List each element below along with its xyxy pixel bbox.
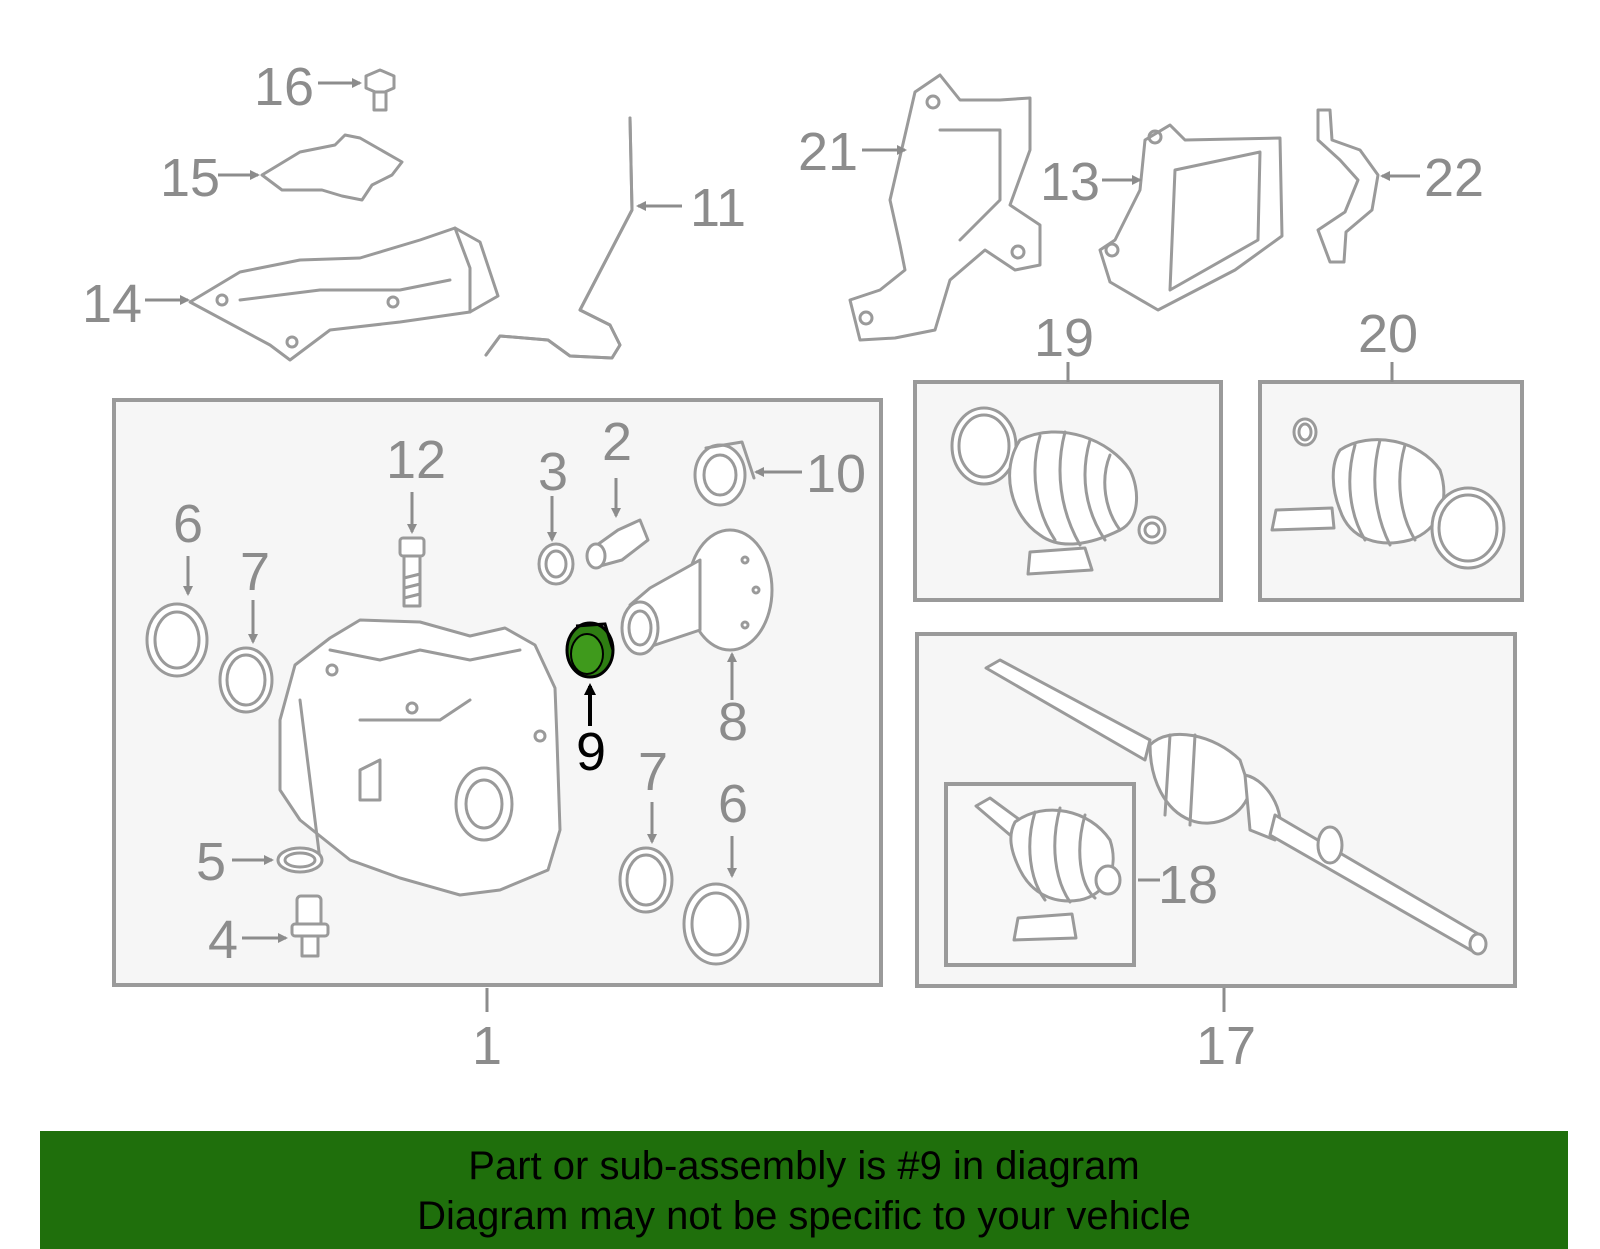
dust-cap-icon xyxy=(693,440,756,507)
label-11: 11 xyxy=(690,178,746,238)
bracket-icon xyxy=(260,133,404,202)
seal-icon xyxy=(145,602,209,678)
label-9: 9 xyxy=(576,722,606,782)
banner-line-1: Part or sub-assembly is #9 in diagram xyxy=(468,1144,1140,1188)
label-2: 2 xyxy=(602,412,632,472)
label-14: 14 xyxy=(82,274,142,334)
boot-kit-inner-icon xyxy=(1270,417,1506,570)
label-19: 19 xyxy=(1034,308,1094,368)
inner-joint-kit-icon xyxy=(974,796,1122,942)
label-7-right: 7 xyxy=(638,742,668,802)
drain-plug-icon xyxy=(290,894,330,958)
highlighted-seal-icon xyxy=(565,621,615,679)
label-10: 10 xyxy=(806,444,866,504)
info-banner: Part or sub-assembly is #9 in diagram Di… xyxy=(40,1131,1568,1249)
label-20: 20 xyxy=(1358,304,1418,364)
vent-plug-icon xyxy=(585,518,650,570)
label-5: 5 xyxy=(196,832,226,892)
companion-flange-icon xyxy=(620,528,774,656)
label-13: 13 xyxy=(1040,152,1100,212)
differential-housing-icon xyxy=(278,618,562,897)
label-4: 4 xyxy=(208,910,238,970)
label-15: 15 xyxy=(160,148,220,208)
label-6-left: 6 xyxy=(173,494,203,554)
label-8: 8 xyxy=(718,692,748,752)
label-22: 22 xyxy=(1424,148,1484,208)
breather-pipe-icon xyxy=(484,116,634,360)
seal-right-icon xyxy=(682,882,750,966)
boot-kit-outer-icon xyxy=(950,406,1167,576)
label-12: 12 xyxy=(386,430,446,490)
label-17: 17 xyxy=(1196,1016,1256,1076)
drive-shaft-icon xyxy=(984,658,1488,956)
mounting-bracket-icon xyxy=(848,73,1042,342)
heat-shield-icon xyxy=(188,226,500,362)
bolt-icon xyxy=(364,68,396,112)
strap-bracket-icon xyxy=(1316,108,1380,264)
label-16: 16 xyxy=(254,57,314,117)
banner-line-2: Diagram may not be specific to your vehi… xyxy=(417,1194,1191,1238)
label-3: 3 xyxy=(538,442,568,502)
mounting-bolt-icon xyxy=(398,536,426,608)
washer-icon xyxy=(537,542,575,586)
label-6-right: 6 xyxy=(718,774,748,834)
label-1: 1 xyxy=(472,1016,502,1076)
label-7-left: 7 xyxy=(240,542,270,602)
label-21: 21 xyxy=(798,122,858,182)
rear-mount-icon xyxy=(1098,123,1284,312)
label-18: 18 xyxy=(1158,855,1218,915)
